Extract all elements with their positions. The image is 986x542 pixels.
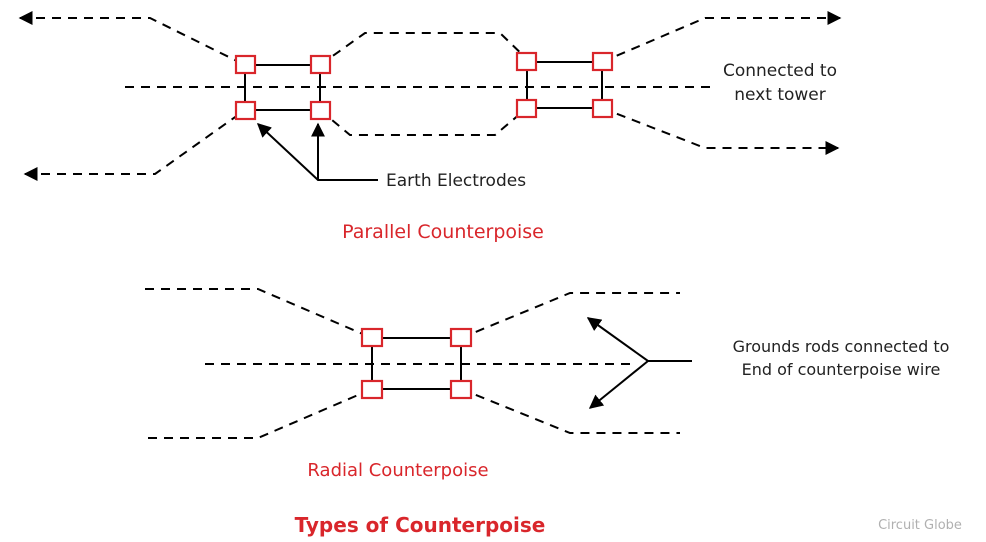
electrode-frame	[526, 61, 603, 109]
radial-lower-wire	[148, 388, 680, 439]
ground-rod-pointer-arrow	[588, 360, 649, 409]
right-electrode-group	[515, 51, 614, 119]
earth-electrode	[360, 327, 384, 348]
connected-label-line2: next tower	[734, 85, 825, 105]
left-electrode-group	[234, 54, 332, 121]
electrode-frame	[371, 337, 462, 390]
earth-electrode	[309, 54, 332, 75]
earth-electrode	[449, 379, 473, 400]
earth-electrode	[234, 54, 257, 75]
earth-electrodes-label: Earth Electrodes	[386, 171, 526, 191]
grounds-label-line2: End of counterpoise wire	[742, 360, 941, 379]
earth-electrode	[360, 379, 384, 400]
earth-electrode	[591, 98, 614, 119]
earth-electrode	[449, 327, 473, 348]
radial-upper-wire	[145, 288, 680, 339]
connected-label-line1: Connected to	[723, 61, 837, 81]
electrode-frame	[244, 64, 321, 111]
earth-electrode	[234, 100, 257, 121]
parallel-counterpoise: Connected to next tower Earth Electrodes…	[20, 18, 840, 243]
watermark: Circuit Globe	[878, 518, 962, 533]
diagram-title: Types of Counterpoise	[295, 513, 546, 537]
radial-caption: Radial Counterpoise	[307, 460, 488, 481]
parallel-caption: Parallel Counterpoise	[342, 221, 544, 243]
earth-electrode	[591, 51, 614, 72]
earth-electrode	[309, 100, 332, 121]
earth-electrode	[515, 51, 538, 72]
radial-counterpoise: Grounds rods connected to End of counter…	[145, 288, 950, 481]
parallel-upper-wire	[20, 18, 840, 66]
parallel-lower-wire	[25, 107, 838, 174]
earth-electrode	[515, 98, 538, 119]
ground-rod-pointer-arrow	[586, 317, 692, 362]
grounds-label-line1: Grounds rods connected to	[733, 337, 950, 356]
radial-electrode-group	[360, 327, 473, 400]
